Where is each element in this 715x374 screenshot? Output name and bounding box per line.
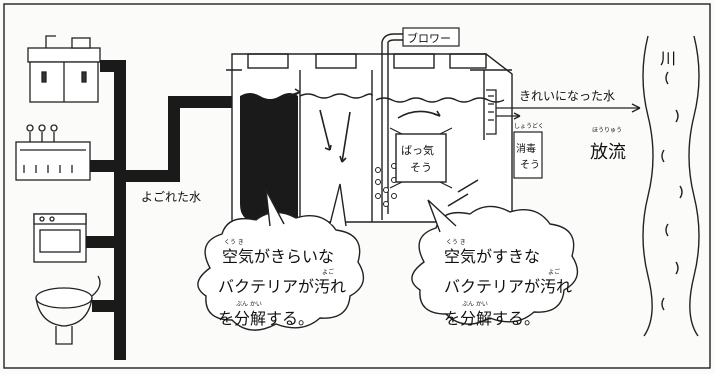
blower-label-box [402,27,460,47]
disinfection-tank-label-2: そう [520,159,540,171]
anaerobic-ruby-kuuki: くう き [224,239,244,246]
river [642,35,700,337]
figure-border [3,3,711,369]
anaerobic-chamber-sludge [240,93,298,222]
blower-pipe [381,33,404,220]
outlet-pipe [486,89,641,135]
disinfection-tank [513,131,543,179]
dirty-water-label: よごれた水 [141,189,201,204]
clean-water-label: きれいになった水 [519,89,615,103]
aerobic-ruby-bunkai: ぶん かい [462,301,488,308]
anaerobic-ruby-bunkai: ぶん かい [236,301,262,308]
flow-arrows [287,88,351,163]
disinfection-tank-label: 消毒 [516,142,536,155]
discharge-ruby: ほうりゅう [592,127,622,134]
anaerobic-bubble: くう き 空気がきらいな よご バクテリアが汚れ ぶん かい を分解する。 [197,183,365,331]
aerobic-bubble: くう き 空気がすきな よご バクテリアが汚れ ぶん かい を分解する。 [411,199,579,328]
aerobic-line-2: バクテリアが汚れ [444,277,572,296]
anaerobic-line-2: バクテリアが汚れ [218,277,346,296]
drain-pipes [86,60,238,360]
aerobic-ruby-yogo: よご [548,268,560,276]
aerobic-line-3: を分解する。 [444,309,540,328]
river-label: 川 [660,49,676,68]
aeration-tank: ばっ気 そう [389,127,453,189]
blower-label: ブロワー [407,31,451,45]
toilet-icon [35,275,101,345]
air-bubbles [375,163,397,207]
discharge-label: 放流 [590,142,626,163]
anaerobic-ruby-yogo: よご [322,268,334,276]
aerobic-ruby-kuuki: くう き [446,239,466,246]
anaerobic-line-1: 空気がきらいな [222,247,334,266]
aeration-tank-label: ばっ気 [401,143,434,157]
sink-icon [27,35,101,103]
circulation-arrows [397,110,479,207]
disinfection-ruby: しょうどく [514,122,544,130]
anaerobic-line-3: を分解する。 [218,309,314,328]
bathtub-icon [15,124,91,181]
aerobic-line-1: 空気がすきな [444,247,540,266]
aeration-tank-label-2: そう [410,161,432,174]
washing-machine-icon [33,213,87,263]
